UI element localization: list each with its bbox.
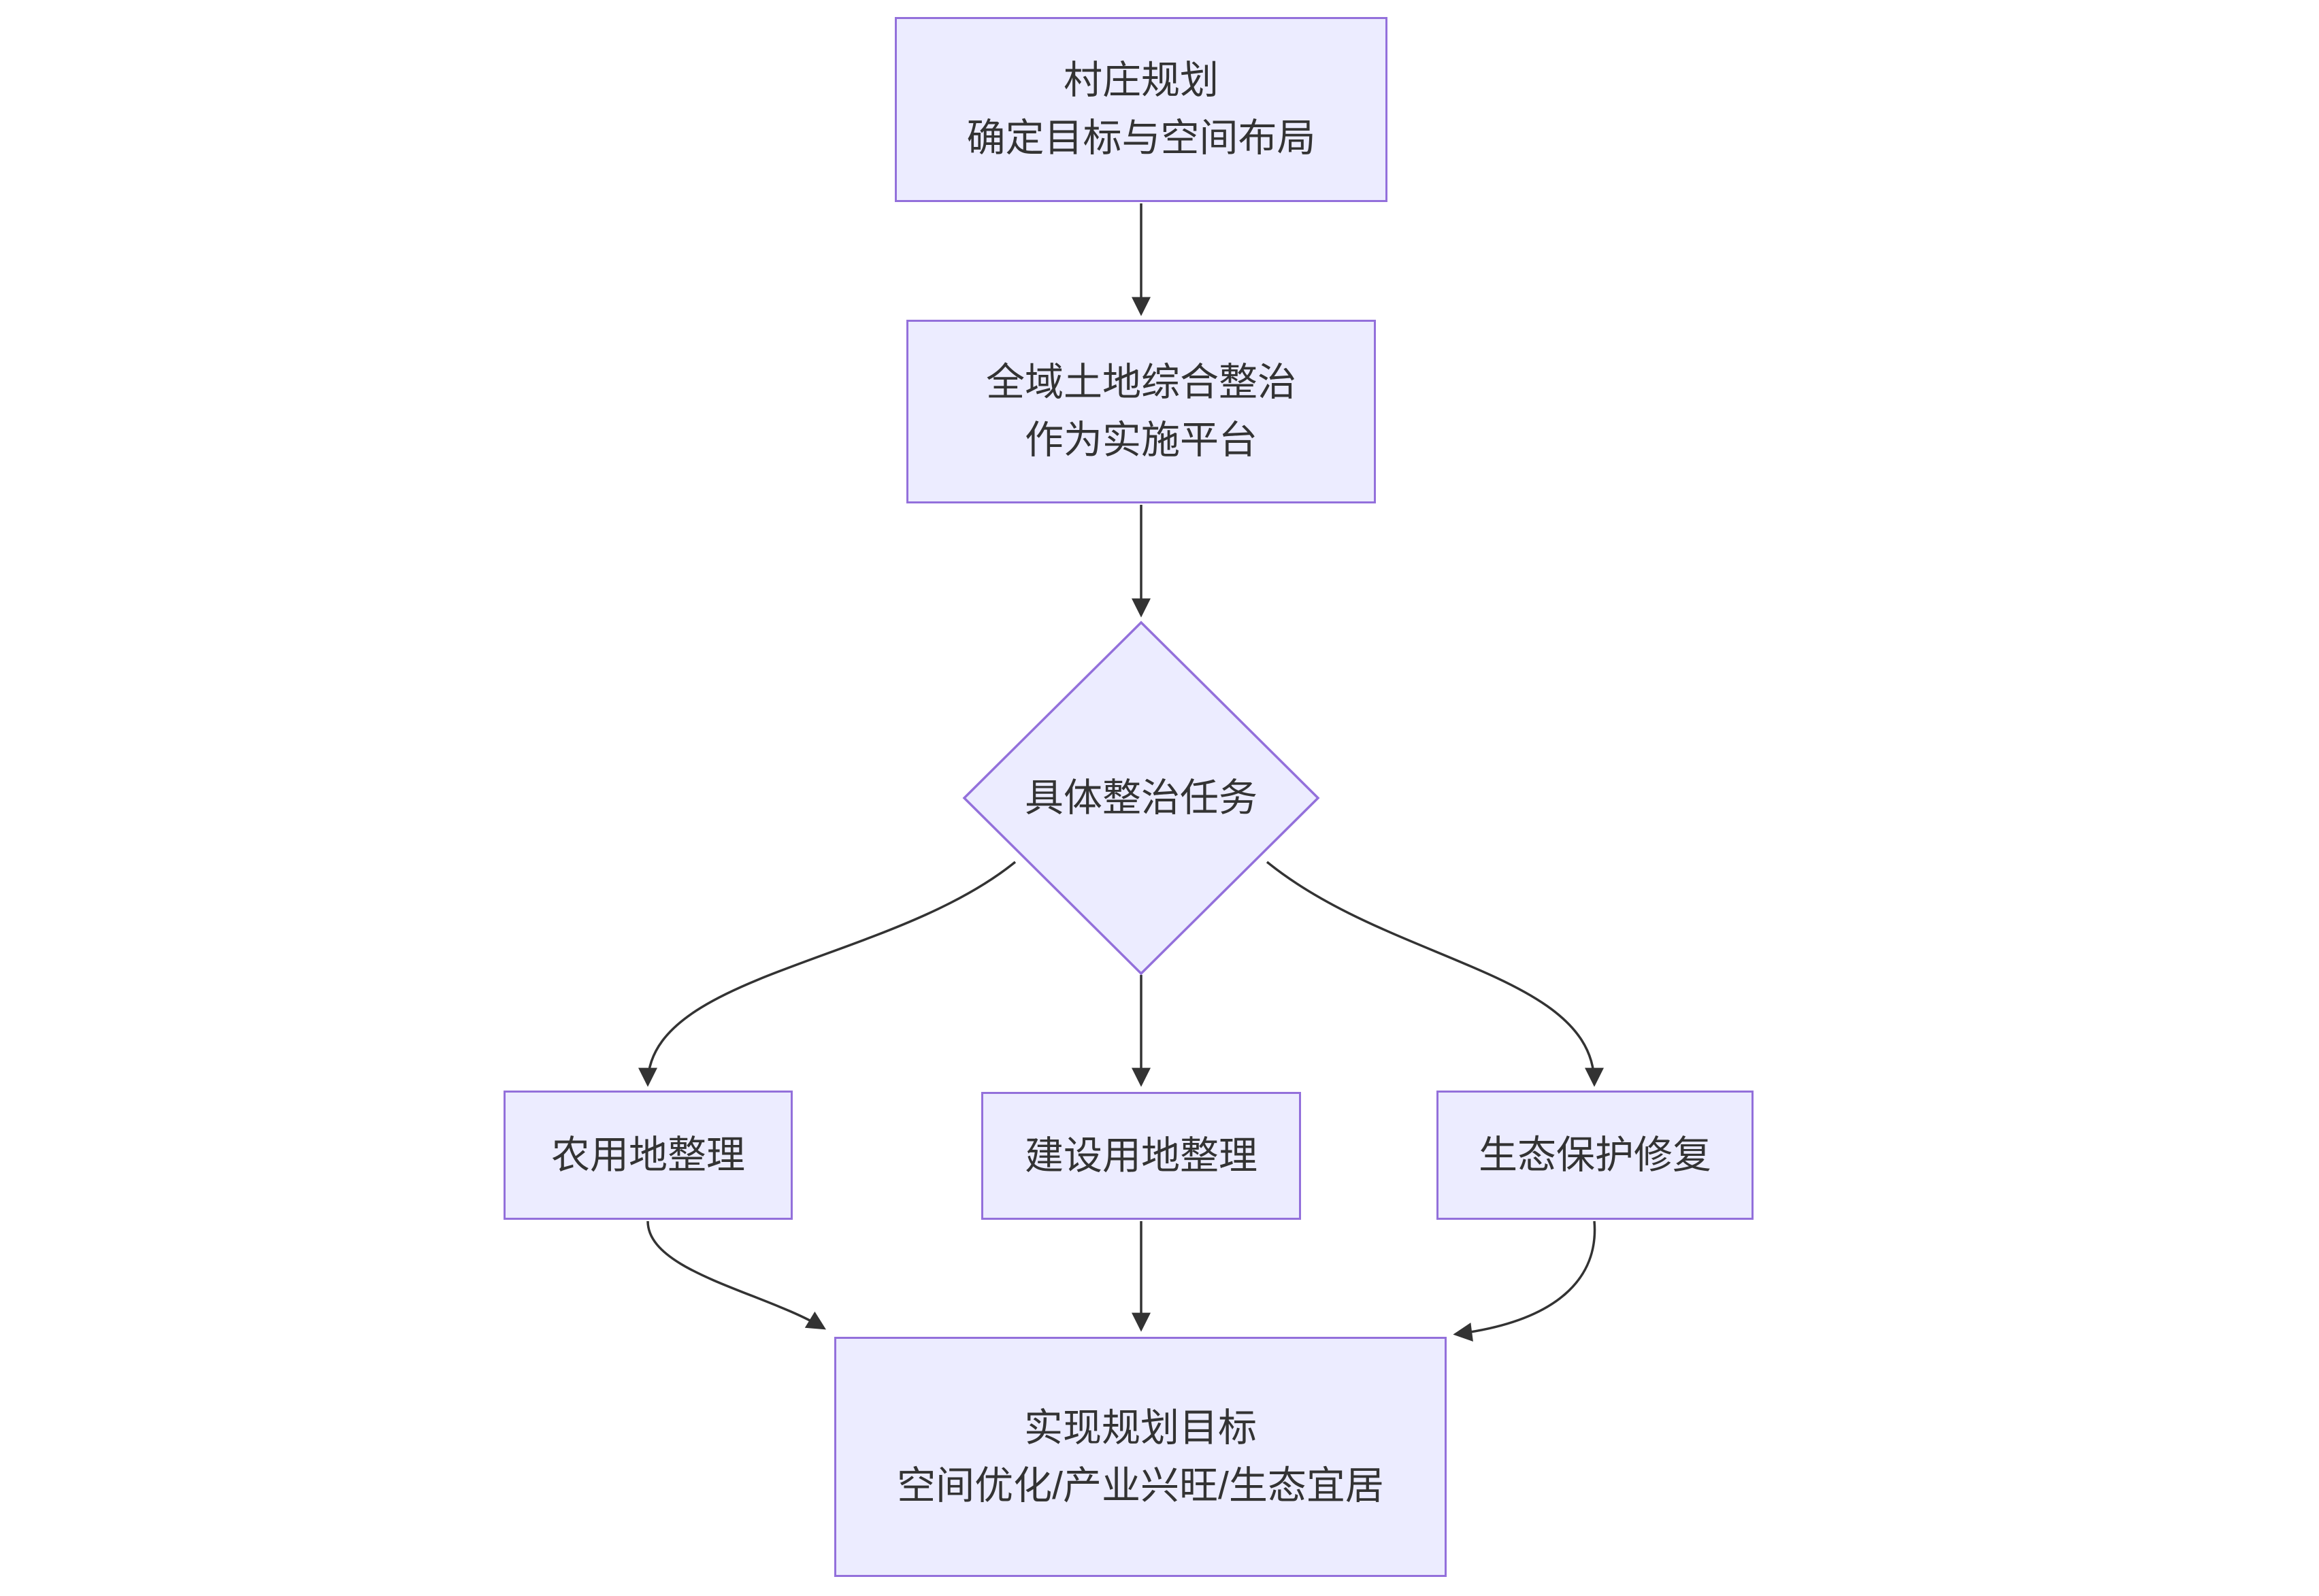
node-construction-land-consolidation: 建设用地整理 <box>981 1092 1301 1220</box>
edge-tasks-to-ecology <box>1266 861 1604 1087</box>
node-ecological-restoration-label: 生态保护修复 <box>1479 1133 1711 1177</box>
node-construction-land-consolidation-label: 建设用地整理 <box>1025 1133 1257 1178</box>
edge-farmland-to-goal <box>646 1220 826 1330</box>
edge-ecology-to-goal <box>1453 1220 1596 1342</box>
node-consolidation-platform: 全域土地综合整治 作为实施平台 <box>906 320 1376 503</box>
node-village-planning: 村庄规划 确定目标与空间布局 <box>895 17 1387 202</box>
node-consolidation-platform-line2: 作为实施平台 <box>1025 418 1257 462</box>
node-tasks-decision-label: 具体整治任务 <box>1025 776 1257 820</box>
node-planning-goal-line1: 实现规划目标 <box>1024 1406 1257 1450</box>
node-planning-goal: 实现规划目标 空间优化/产业兴旺/生态宜居 <box>834 1337 1447 1577</box>
edge-tasks-to-farmland <box>638 861 1017 1087</box>
node-village-planning-line2: 确定目标与空间布局 <box>966 116 1316 160</box>
node-planning-goal-line2: 空间优化/产业兴旺/生态宜居 <box>897 1463 1384 1508</box>
node-tasks-decision: 具体整治任务 <box>964 622 1318 974</box>
node-farmland-consolidation-label: 农用地整理 <box>551 1133 745 1177</box>
decision-diamond-shape <box>962 620 1320 976</box>
node-village-planning-line1: 村庄规划 <box>1064 59 1219 102</box>
node-ecological-restoration: 生态保护修复 <box>1436 1091 1754 1220</box>
node-consolidation-platform-line1: 全域土地综合整治 <box>986 361 1296 404</box>
node-farmland-consolidation: 农用地整理 <box>504 1091 793 1220</box>
